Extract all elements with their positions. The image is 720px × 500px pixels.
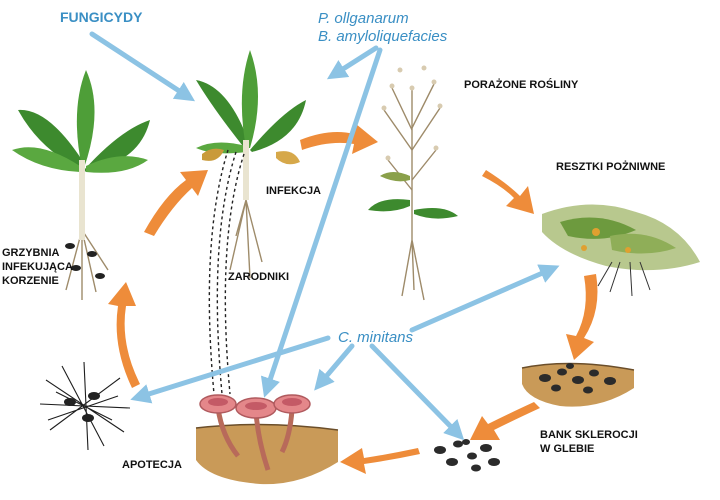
label-p-ollganarum: P. ollganarum	[318, 10, 409, 27]
label-mycelium: GRZYBNIA INFEKUJĄCA KORZENIE	[2, 246, 73, 288]
label-mycelium-line-2: INFEKUJĄCA	[2, 261, 73, 273]
label-mycelium-line-1: GRZYBNIA	[2, 247, 60, 259]
label-c-minitans: C. minitans	[338, 329, 414, 346]
infected-seedling-plant	[196, 50, 306, 279]
sclerotia-in-soil	[539, 363, 616, 394]
infected-flowering-plant	[368, 65, 458, 301]
apothecia-fruiting-bodies	[199, 394, 311, 471]
sclerotia-loose	[434, 439, 500, 472]
label-sclerotia-bank-line-1: BANK SKLEROCJI	[540, 429, 638, 441]
life-cycle-arrows	[108, 124, 598, 474]
label-spores: ZARODNIKI	[228, 271, 290, 283]
soil-mound-apothecia	[195, 423, 339, 485]
crop-residue	[542, 204, 700, 297]
control-agent-arrows	[89, 31, 560, 441]
mycelium-sclerotia	[64, 392, 100, 422]
label-b-amyloliquefacies: B. amyloliquefacies	[318, 28, 448, 45]
label-infection: INFEKCJA	[266, 185, 322, 197]
label-mycelium-line-3: KORZENIE	[2, 275, 59, 287]
label-infected-plants: PORAŻONE ROŚLINY	[464, 79, 579, 91]
label-fungicides: FUNGICYDY	[60, 9, 143, 25]
mycelium-tangle	[39, 361, 131, 451]
label-sclerotia-bank: BANK SKLEROCJI W GLEBIE	[540, 428, 638, 456]
healthy-plant	[12, 70, 150, 300]
label-crop-residue: RESZTKI POŻNIWNE	[556, 161, 666, 173]
label-apothecia: APOTECJA	[122, 459, 182, 471]
spore-dispersal-trail	[208, 149, 245, 395]
soil-mound-sclerotia	[521, 362, 635, 407]
label-sclerotia-bank-line-2: W GLEBIE	[540, 443, 595, 455]
